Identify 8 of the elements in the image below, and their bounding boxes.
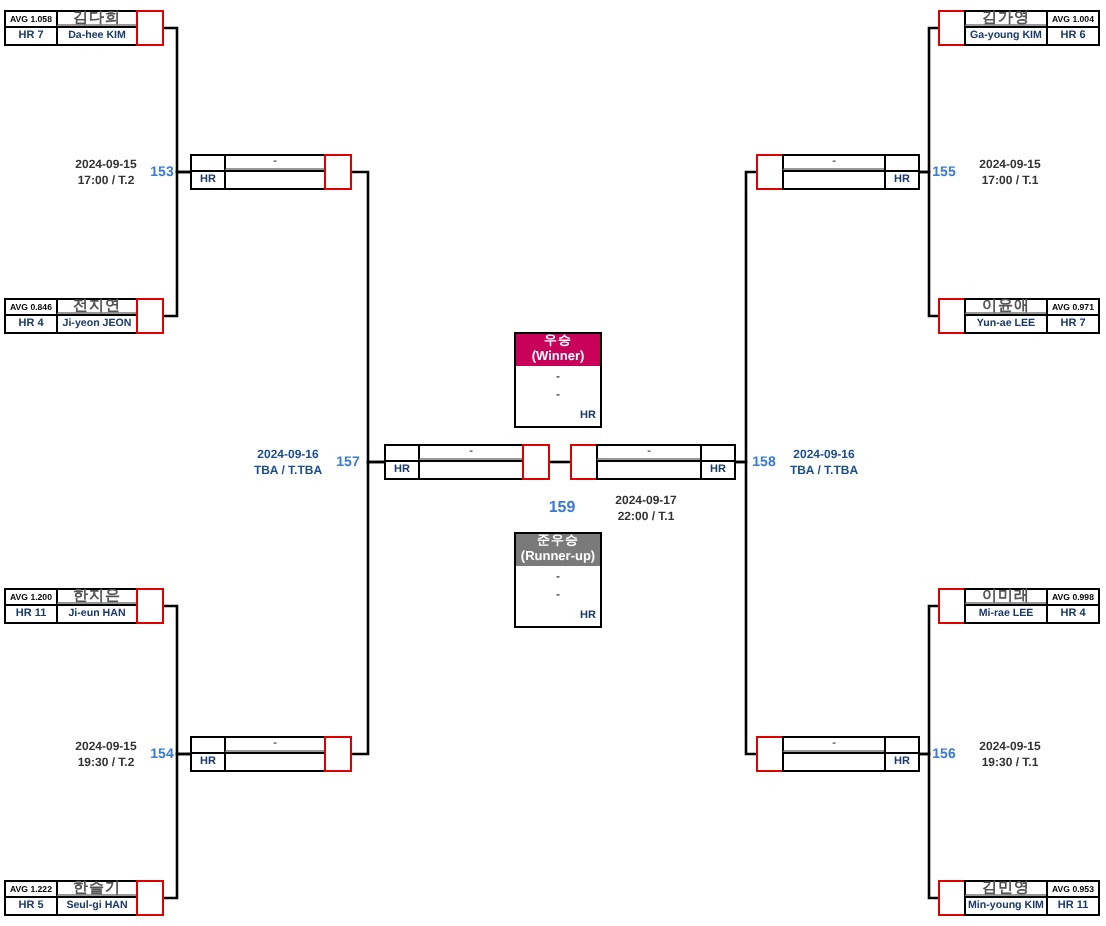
bracket-line (920, 752, 938, 900)
bracket-line (164, 752, 190, 900)
bracket-line (352, 460, 384, 756)
bracket-line (164, 170, 190, 318)
bracket-line (920, 170, 938, 318)
bracket-line (736, 460, 756, 756)
match-number: 159 (546, 498, 578, 518)
bracket-line (550, 460, 570, 464)
